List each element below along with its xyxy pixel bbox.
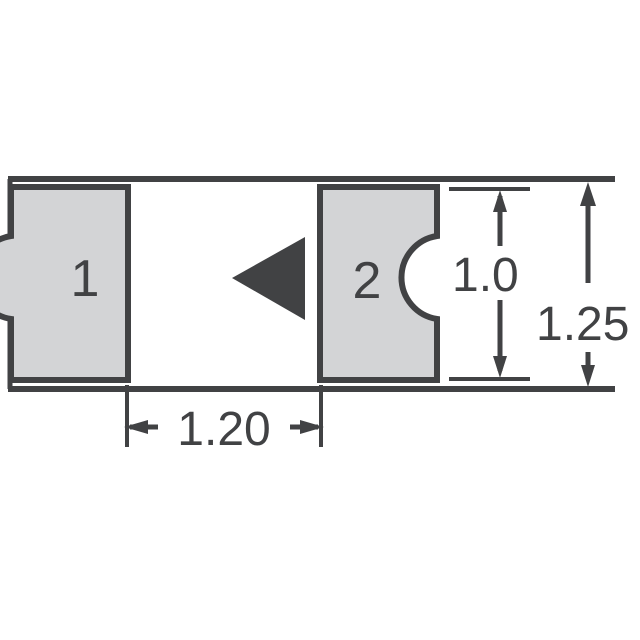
- dimension-pad-height: 1.0: [449, 187, 530, 381]
- dim-1-25-arrow-up-icon: [580, 182, 596, 206]
- dimension-overall-height: 1.25: [536, 182, 629, 387]
- pad-2-shape[interactable]: [317, 184, 440, 383]
- dim-1-0-value: 1.0: [452, 249, 519, 302]
- pad-2-label: 2: [353, 252, 382, 310]
- pad-1-label: 1: [71, 250, 100, 308]
- dim-1-20-arrow-left-icon: [124, 420, 148, 434]
- dim-1-25-arrow-down-icon: [581, 365, 595, 387]
- polarity-triangle-icon: [232, 237, 305, 320]
- pad-1-shape[interactable]: [0, 184, 131, 383]
- pad-2[interactable]: 2: [317, 184, 440, 383]
- pad-1[interactable]: 1: [0, 184, 131, 383]
- dim-1-20-value: 1.20: [177, 403, 270, 456]
- dim-1-0-arrow-up-icon: [493, 190, 507, 212]
- dim-1-25-value: 1.25: [536, 298, 629, 351]
- dim-1-0-arrow-down-icon: [493, 356, 507, 378]
- dimension-pad-span: 1.20: [124, 385, 324, 456]
- dim-1-20-arrow-right-icon: [300, 420, 324, 434]
